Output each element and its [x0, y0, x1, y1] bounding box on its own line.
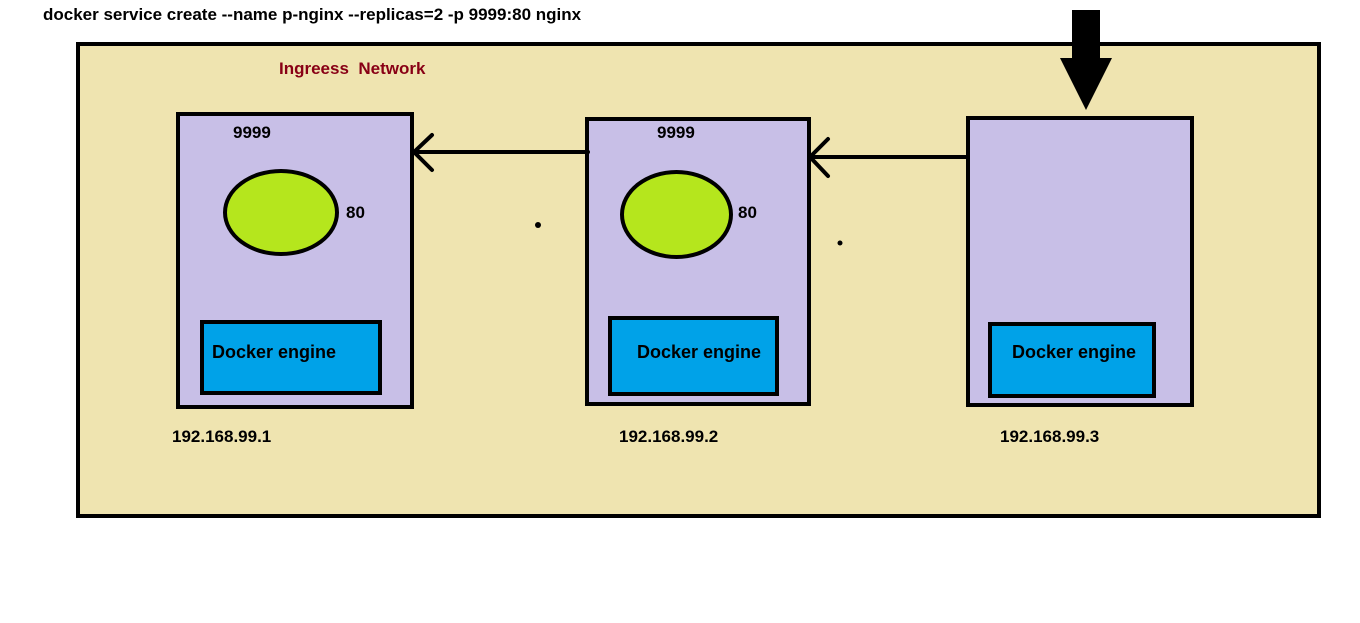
- node-3-ip: 192.168.99.3: [1000, 427, 1100, 446]
- stray-dot: [535, 222, 541, 228]
- node-1-docker-engine: [200, 320, 382, 395]
- node-2-container-port: 80: [738, 203, 757, 222]
- node-1-published-port: 9999: [233, 123, 271, 142]
- node-3-engine-label: Docker engine: [1012, 342, 1137, 362]
- node-1-engine-label: Docker engine: [212, 342, 337, 362]
- node-2-docker-engine: [608, 316, 779, 396]
- node-1-container-port: 80: [346, 203, 365, 222]
- command-text: docker service create --name p-nginx --r…: [43, 5, 582, 24]
- network-label: Ingreess Network: [279, 59, 426, 78]
- node-2-ip: 192.168.99.2: [619, 427, 719, 446]
- node-2-published-port: 9999: [657, 123, 695, 142]
- node-1-ip: 192.168.99.1: [172, 427, 272, 446]
- node-2-nginx-container: [620, 170, 733, 259]
- left-arrow-icon: [411, 133, 590, 172]
- left-arrow-icon: [807, 137, 968, 178]
- node-2-engine-label: Docker engine: [637, 342, 762, 362]
- node-3-docker-engine: [988, 322, 1156, 398]
- stray-dot: [837, 240, 843, 246]
- down-arrow-icon: [1060, 10, 1112, 110]
- node-1-nginx-container: [223, 169, 339, 256]
